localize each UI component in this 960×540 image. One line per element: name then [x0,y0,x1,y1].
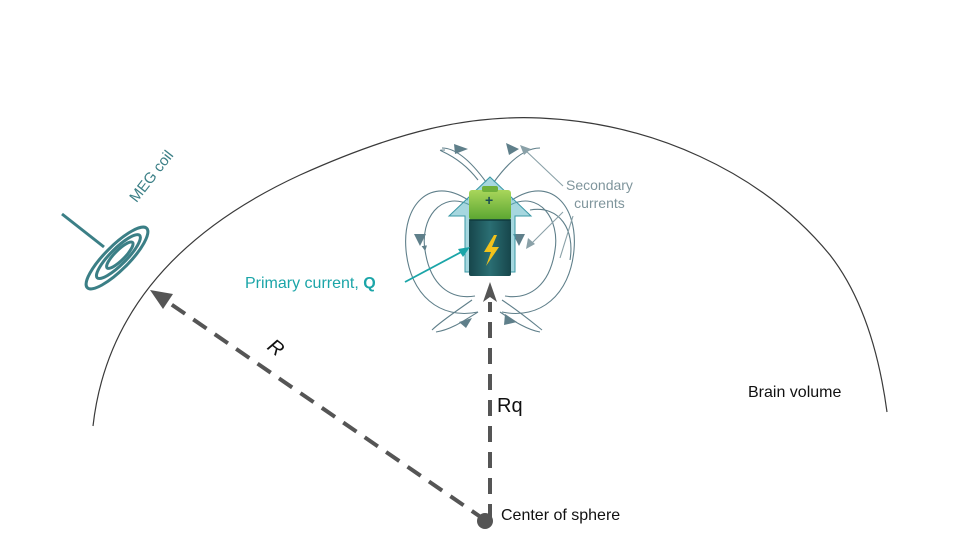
radius-r-line [163,298,487,522]
radius-rq-arrowhead [483,282,497,302]
sphere-center-dot [477,513,493,529]
secondary-pointer-arrowheads [520,145,535,249]
radius-r-arrowhead [150,290,173,309]
lightning-bolt-icon [484,235,499,266]
battery-icon [469,186,511,276]
secondary-pointer-lines [524,149,574,259]
brain-volume-label: Brain volume [748,384,842,401]
primary-pointer-line [404,249,466,283]
secondary-currents-label: Secondary currents [566,176,633,212]
primary-current-text: Primary current, [245,275,364,292]
primary-current-label: Primary current, Q [245,275,376,293]
secondary-current-lines [405,147,575,333]
secondary-label-line1: Secondary [566,177,633,193]
field-arrow-markers [414,143,525,328]
brain-volume-outline [92,117,888,427]
meg-coil-icon [61,212,150,291]
primary-current-symbol: Q [363,275,376,292]
primary-pointer-arrowhead [458,247,470,257]
secondary-label-line2: currents [574,195,625,211]
battery-plus-label: + [485,192,494,208]
center-of-sphere-label: Center of sphere [501,507,621,524]
radius-rq-label: Rq [497,395,523,417]
